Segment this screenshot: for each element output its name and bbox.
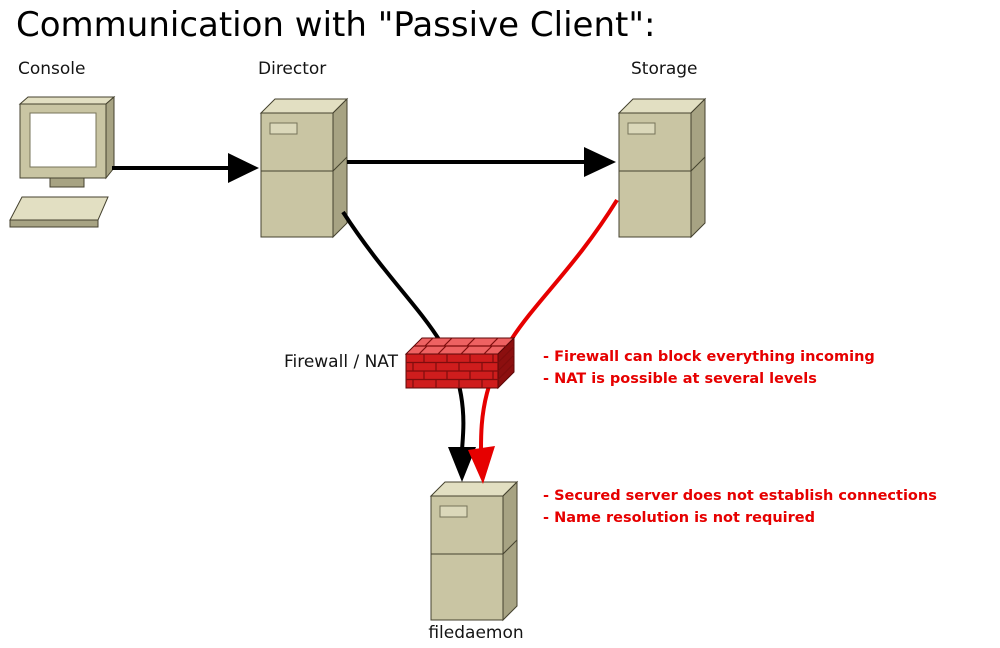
black-arrowhead-filedaemon [448,447,476,482]
director-server-icon [260,98,348,238]
connection-storage-filedaemon [479,198,619,451]
arrow-director-storage-head [584,147,616,177]
arrow-console-director [112,153,259,183]
console-label: Console [18,59,86,79]
console-computer-icon [9,95,116,228]
diagram-title: Communication with "Passive Client": [16,5,656,45]
filedaemon-server-icon [430,481,518,621]
keyboard-top-face [9,196,109,221]
firewall-label: Firewall / NAT [283,352,398,372]
filedaemon-note-2: - Name resolution is not required [543,510,816,526]
firewall-icon [404,336,516,390]
filedaemon-label: filedaemon [428,623,524,643]
red-arrowhead-filedaemon [468,446,495,484]
filedaemon-annotations: - Secured server does not establish conn… [543,485,937,529]
firewall-note-1: - Firewall can block everything incoming [543,349,875,365]
keyboard-front-face [9,219,99,228]
monitor-side-face [105,95,115,180]
storage-server-icon [618,98,706,238]
connection-director-filedaemon [341,210,466,451]
monitor-top-face [18,96,116,105]
director-label: Director [258,59,327,79]
monitor-stand [49,177,85,188]
firewall-note-2: - NAT is possible at several levels [543,371,817,387]
firewall-annotations: - Firewall can block everything incoming… [543,346,875,390]
filedaemon-note-1: - Secured server does not establish conn… [543,488,937,504]
arrow-console-director-head [228,153,259,183]
monitor-screen [29,112,97,168]
arrow-director-storage [347,147,616,177]
storage-label: Storage [631,59,698,79]
firewall-brick-pattern [406,337,515,388]
